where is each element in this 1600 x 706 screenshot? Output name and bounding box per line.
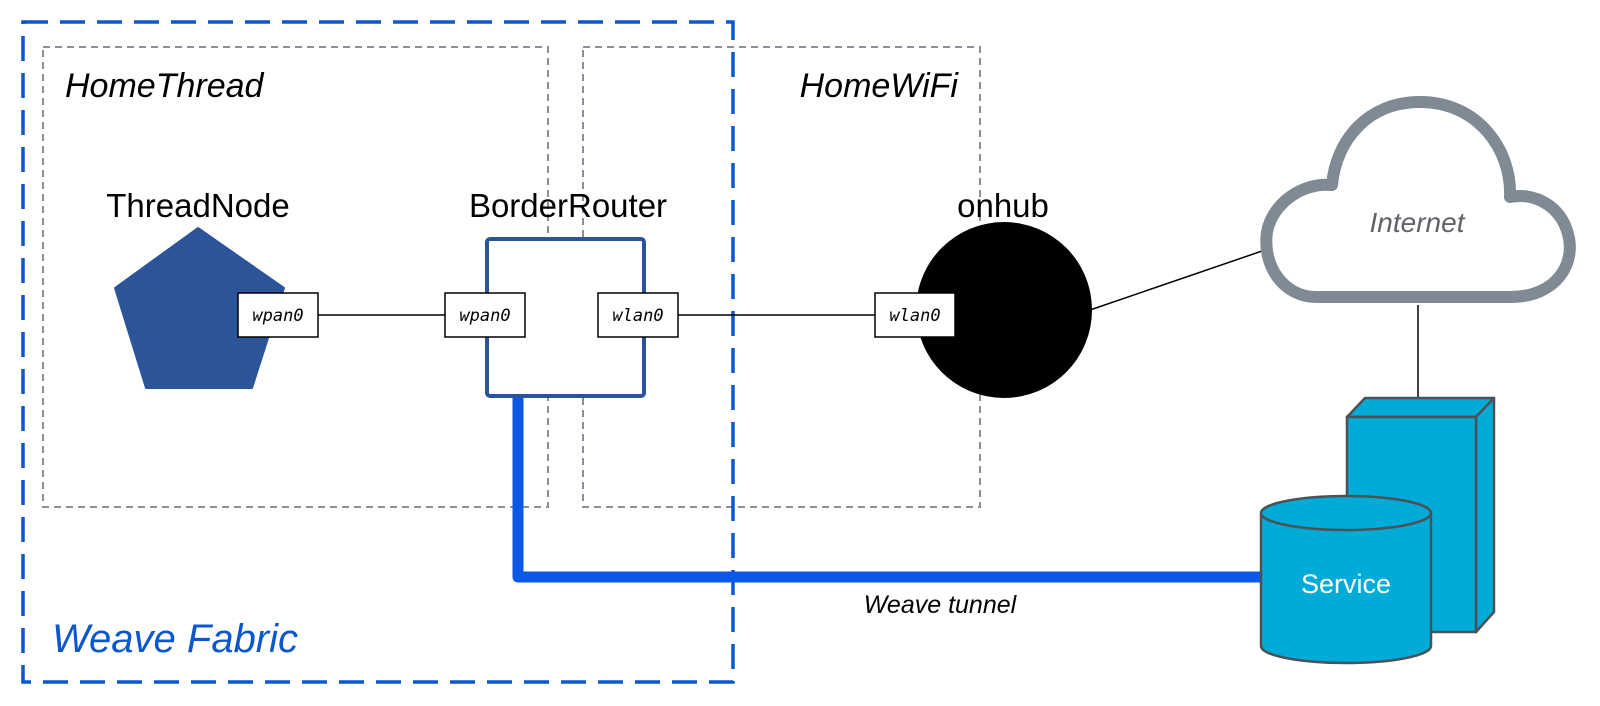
onhub-wlan-port: wlan0: [874, 292, 956, 338]
onhub-label: onhub: [957, 187, 1049, 224]
onhub-shape: [916, 222, 1092, 398]
border-router-wlan-label: wlan0: [612, 306, 663, 326]
thread-node-label: ThreadNode: [106, 187, 289, 224]
internet-cloud-shape: [1260, 96, 1576, 303]
weave-fabric-region: [21, 20, 735, 684]
thread-node-wpan-port: wpan0: [237, 292, 319, 338]
onhub-wlan-label: wlan0: [889, 306, 940, 326]
thread-node-shape: [114, 227, 285, 389]
home-thread-label: HomeThread: [65, 67, 265, 105]
border-router-label: BorderRouter: [469, 187, 667, 224]
service-label: Service: [1301, 569, 1391, 599]
border-router-wpan-label: wpan0: [459, 306, 510, 326]
thread-node-wpan-label: wpan0: [252, 306, 303, 326]
weave-tunnel-label: Weave tunnel: [864, 591, 1018, 619]
weave-fabric-label: Weave Fabric: [52, 617, 298, 661]
internet-label: Internet: [1370, 207, 1466, 238]
home-wifi-label: HomeWiFi: [800, 67, 960, 105]
service-database-shape: [1259, 494, 1433, 665]
weave-tunnel-line: [512, 389, 1274, 583]
onhub-internet-link: [1089, 249, 1266, 311]
border-router-wpan-port: wpan0: [444, 292, 526, 338]
border-router-wlan-port: wlan0: [597, 292, 679, 338]
home-thread-region: [42, 46, 549, 508]
